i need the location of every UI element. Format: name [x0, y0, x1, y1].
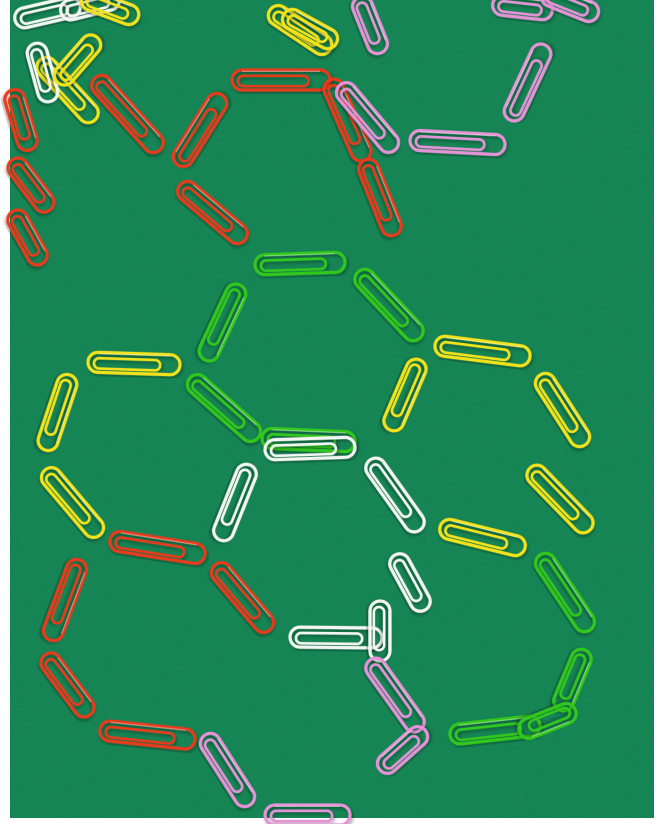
- paperclip-white: [368, 599, 392, 663]
- paperclip-white: [212, 462, 258, 543]
- paperclip-red: [3, 87, 39, 153]
- paperclip-red: [90, 73, 165, 155]
- paperclip-red: [6, 208, 49, 267]
- paperclip-red: [171, 91, 229, 169]
- paperclip-pink: [491, 0, 554, 22]
- paperclip-pink: [350, 0, 390, 56]
- paperclip-green: [353, 267, 425, 343]
- paperclip-red: [39, 651, 96, 719]
- paperclip-pink: [375, 725, 430, 775]
- paperclip-pink: [502, 42, 553, 123]
- paperclip-pink: [334, 81, 401, 154]
- paperclip-white: [388, 552, 432, 613]
- paperclip-white: [288, 625, 384, 650]
- paperclip-red: [209, 561, 276, 634]
- paperclip-green: [253, 250, 347, 277]
- paperclip-yellow: [39, 466, 106, 539]
- paperclip-pink: [263, 803, 352, 824]
- green-felt-background: [10, 0, 654, 818]
- paperclip-yellow: [525, 463, 595, 535]
- paperclip-red: [6, 156, 56, 214]
- paperclip-green: [185, 373, 263, 443]
- paperclip-pink: [539, 0, 601, 24]
- paperclip-white: [25, 41, 60, 104]
- paperclip-pink: [198, 731, 257, 809]
- paperclip-yellow: [433, 334, 532, 368]
- paperclip-yellow: [36, 372, 79, 453]
- paperclip-green: [197, 282, 248, 363]
- paperclip-green: [448, 714, 542, 746]
- paperclip-yellow: [280, 7, 340, 51]
- paperclip-red: [357, 157, 403, 238]
- paperclip-yellow: [382, 357, 428, 433]
- paperclips: [3, 0, 601, 824]
- paperclip-white: [263, 435, 357, 462]
- paperclip-green: [517, 701, 578, 741]
